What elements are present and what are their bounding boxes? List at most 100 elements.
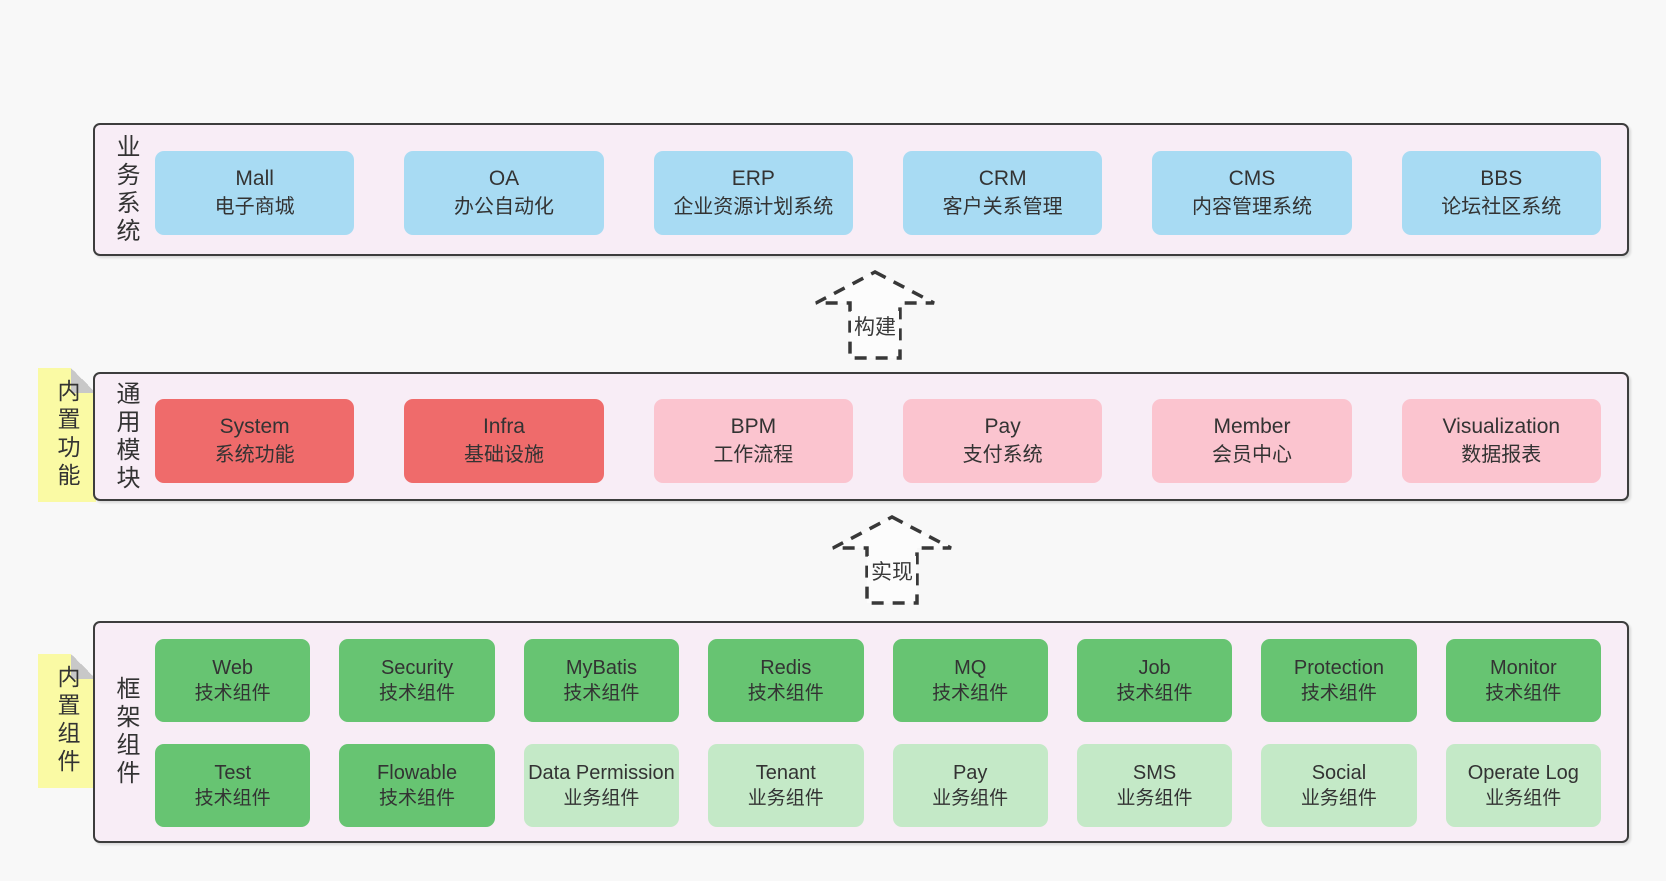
box-name: MQ (954, 656, 987, 679)
box-pay: Pay 支付系统 (902, 399, 1103, 483)
box-system: System 系统功能 (155, 399, 355, 483)
folded-corner-icon (71, 654, 96, 679)
box-infra: Infra 基础设施 (404, 399, 604, 483)
box-crm: CRM 客户关系管理 (902, 151, 1103, 235)
box-desc: 工作流程 (713, 444, 794, 466)
box-name: Pay (984, 415, 1021, 438)
box-desc: 论坛社区系统 (1441, 196, 1562, 218)
box-name: Operate Log (1467, 761, 1579, 784)
box-name: Social (1311, 761, 1367, 784)
box-monitor: Monitor 技术组件 (1445, 639, 1601, 722)
box-name: CMS (1228, 167, 1276, 190)
box-desc: 业务组件 (747, 787, 824, 809)
box-desc: 业务组件 (1116, 787, 1193, 809)
box-name: CRM (978, 167, 1027, 190)
arrow-label: 实现 (868, 556, 916, 586)
box-row: Test 技术组件 Flowable 技术组件 Data Permission … (155, 744, 1601, 827)
folded-corner-icon (71, 368, 96, 393)
box-name: Job (1138, 656, 1171, 679)
box-name: Redis (760, 656, 812, 679)
box-social: Social 业务组件 (1261, 744, 1417, 827)
box-row: Mall 电子商城 OA 办公自动化 ERP 企业资源计划系统 CRM 客户关系… (155, 151, 1601, 235)
box-name: Tenant (755, 761, 816, 784)
box-desc: 内容管理系统 (1191, 196, 1312, 218)
box-desc: 会员中心 (1211, 444, 1292, 466)
box-member: Member 会员中心 (1152, 399, 1352, 483)
box-name: ERP (731, 167, 775, 190)
box-desc: 技术组件 (379, 682, 456, 704)
box-desc: 业务组件 (932, 787, 1009, 809)
box-desc: 支付系统 (962, 444, 1043, 466)
box-name: Monitor (1489, 656, 1557, 679)
box-operate-log: Operate Log 业务组件 (1445, 744, 1601, 827)
box-desc: 技术组件 (563, 682, 640, 704)
box-desc: 技术组件 (1116, 682, 1193, 704)
box-name: Member (1213, 415, 1291, 438)
box-desc: 业务组件 (1485, 787, 1562, 809)
box-desc: 业务组件 (1300, 787, 1377, 809)
box-tenant: Tenant 业务组件 (708, 744, 864, 827)
box-name: Web (212, 656, 254, 679)
box-redis: Redis 技术组件 (708, 639, 864, 722)
box-mq: MQ 技术组件 (892, 639, 1048, 722)
box-test: Test 技术组件 (155, 744, 311, 827)
box-desc: 技术组件 (747, 682, 824, 704)
panel-business-systems: 业务系统 Mall 电子商城 OA 办公自动化 ERP 企业资源计划系统 CRM… (93, 123, 1629, 256)
arrow-implement: 实现 (830, 514, 954, 606)
box-security: Security 技术组件 (339, 639, 495, 722)
box-bbs: BBS 论坛社区系统 (1401, 151, 1601, 235)
box-erp: ERP 企业资源计划系统 (653, 151, 853, 235)
panel-label: 通用模块 (112, 380, 139, 493)
box-name: Infra (482, 415, 525, 438)
box-desc: 客户关系管理 (942, 196, 1063, 218)
box-data-permission: Data Permission 业务组件 (523, 744, 680, 827)
sticky-tab-built-in-features: 内置功能 (38, 368, 96, 502)
box-row: System 系统功能 Infra 基础设施 BPM 工作流程 Pay 支付系统… (155, 399, 1601, 483)
box-row: Web 技术组件 Security 技术组件 MyBatis 技术组件 Redi… (155, 639, 1601, 722)
panel-label: 业务系统 (112, 133, 139, 246)
box-visualization: Visualization 数据报表 (1401, 399, 1601, 483)
box-desc: 技术组件 (194, 682, 271, 704)
panel-framework-components: 框架组件 Web 技术组件 Security 技术组件 MyBatis 技术组件… (93, 621, 1629, 843)
box-desc: 技术组件 (1300, 682, 1377, 704)
box-name: Protection (1293, 656, 1384, 679)
box-name: OA (488, 167, 520, 190)
box-protection: Protection 技术组件 (1261, 639, 1417, 722)
box-mall: Mall 电子商城 (155, 151, 355, 235)
sticky-tab-label: 内置功能 (54, 379, 80, 491)
box-name: Visualization (1442, 415, 1561, 438)
box-flowable: Flowable 技术组件 (339, 744, 495, 827)
box-job: Job 技术组件 (1076, 639, 1233, 722)
box-desc: 企业资源计划系统 (673, 196, 834, 218)
box-bpm: BPM 工作流程 (653, 399, 853, 483)
box-desc: 电子商城 (214, 196, 295, 218)
box-desc: 业务组件 (563, 787, 640, 809)
box-name: MyBatis (565, 656, 637, 679)
box-name: Security (380, 656, 454, 679)
arrow-label: 构建 (851, 311, 899, 341)
box-oa: OA 办公自动化 (404, 151, 604, 235)
box-desc: 系统功能 (214, 444, 295, 466)
box-desc: 技术组件 (932, 682, 1009, 704)
box-mybatis: MyBatis 技术组件 (523, 639, 680, 722)
box-name: Mall (235, 167, 274, 190)
box-web: Web 技术组件 (155, 639, 311, 722)
box-desc: 技术组件 (379, 787, 456, 809)
box-name: Data Permission (528, 761, 675, 784)
box-pay-business: Pay 业务组件 (892, 744, 1048, 827)
box-sms: SMS 业务组件 (1076, 744, 1233, 827)
box-name: Test (214, 761, 252, 784)
box-desc: 办公自动化 (453, 196, 554, 218)
arrow-build: 构建 (813, 269, 937, 361)
box-name: Pay (952, 761, 988, 784)
box-name: System (219, 415, 290, 438)
box-desc: 数据报表 (1461, 444, 1542, 466)
box-desc: 技术组件 (1485, 682, 1562, 704)
sticky-tab-label: 内置组件 (54, 665, 80, 777)
sticky-tab-built-in-components: 内置组件 (38, 654, 96, 788)
panel-label: 框架组件 (112, 676, 139, 788)
box-desc: 技术组件 (194, 787, 271, 809)
panel-common-modules: 通用模块 System 系统功能 Infra 基础设施 BPM 工作流程 Pay… (93, 372, 1629, 501)
box-desc: 基础设施 (463, 444, 544, 466)
